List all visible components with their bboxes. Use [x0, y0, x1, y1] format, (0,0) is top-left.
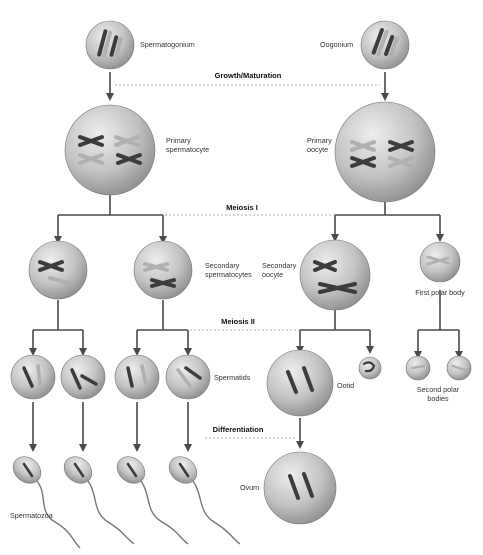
ootid-cell — [266, 349, 334, 417]
primary-oocyte-cell — [334, 101, 436, 203]
oogonium-cell — [360, 20, 410, 70]
ovum-cell — [263, 451, 337, 525]
label-spermatids: Spermatids — [214, 373, 251, 382]
label-spermatogonium: Spermatogonium — [140, 40, 195, 49]
label-secondary-spermatocytes-line2: spermatocytes — [205, 270, 252, 279]
primary-spermatocyte-cell — [64, 104, 156, 196]
label-primary-oocyte-line2: oocyte — [307, 145, 328, 154]
spermatid-cell-4 — [165, 354, 211, 400]
label-primary-oocyte-line1: Primary — [307, 136, 332, 145]
label-first-polar-body: First polar body — [415, 288, 465, 297]
stage-label-growth: Growth/Maturation — [215, 71, 282, 80]
spermatid-cell-1 — [10, 354, 56, 400]
spermatozoon-4 — [168, 456, 241, 545]
label-primary-spermatocyte-line1: Primary — [166, 136, 191, 145]
second-polar-body-cell-1 — [405, 355, 431, 381]
spermatogonium-cell — [85, 20, 135, 70]
spermatozoon-2 — [63, 456, 135, 545]
connector-lines — [29, 72, 463, 452]
label-ootid: Ootid — [337, 381, 354, 390]
label-secondary-oocyte-line2: oocyte — [262, 270, 283, 279]
label-ovum: Ovum — [240, 483, 259, 492]
secondary-oocyte-cell — [299, 239, 371, 311]
spermatozoon-3 — [116, 456, 189, 545]
secondary-spermatocyte-cell-2 — [133, 240, 193, 300]
spermatozoon-1 — [12, 456, 81, 549]
spermatid-cell-3 — [114, 354, 160, 400]
label-secondary-spermatocytes-line1: Secondary — [205, 261, 240, 270]
second-polar-body-small-cell — [358, 356, 382, 380]
stage-label-differentiation: Differentiation — [213, 425, 264, 434]
stage-label-meiosis-2: Meiosis II — [221, 317, 255, 326]
label-spermatozoa: Spermatozoa — [10, 511, 53, 520]
label-secondary-oocyte-line1: Secondary — [262, 261, 297, 270]
spermatid-cell-2 — [60, 354, 106, 400]
label-second-polar-bodies-line1: Second polar — [417, 385, 460, 394]
label-oogonium: Oogonium — [320, 40, 353, 49]
secondary-spermatocyte-cell-1 — [28, 240, 88, 300]
second-polar-body-cell-2 — [446, 355, 472, 381]
stage-label-meiosis-1: Meiosis I — [226, 203, 258, 212]
first-polar-body-cell — [419, 241, 461, 283]
label-primary-spermatocyte-line2: spermatocyte — [166, 145, 209, 154]
label-second-polar-bodies-line2: bodies — [427, 394, 449, 403]
